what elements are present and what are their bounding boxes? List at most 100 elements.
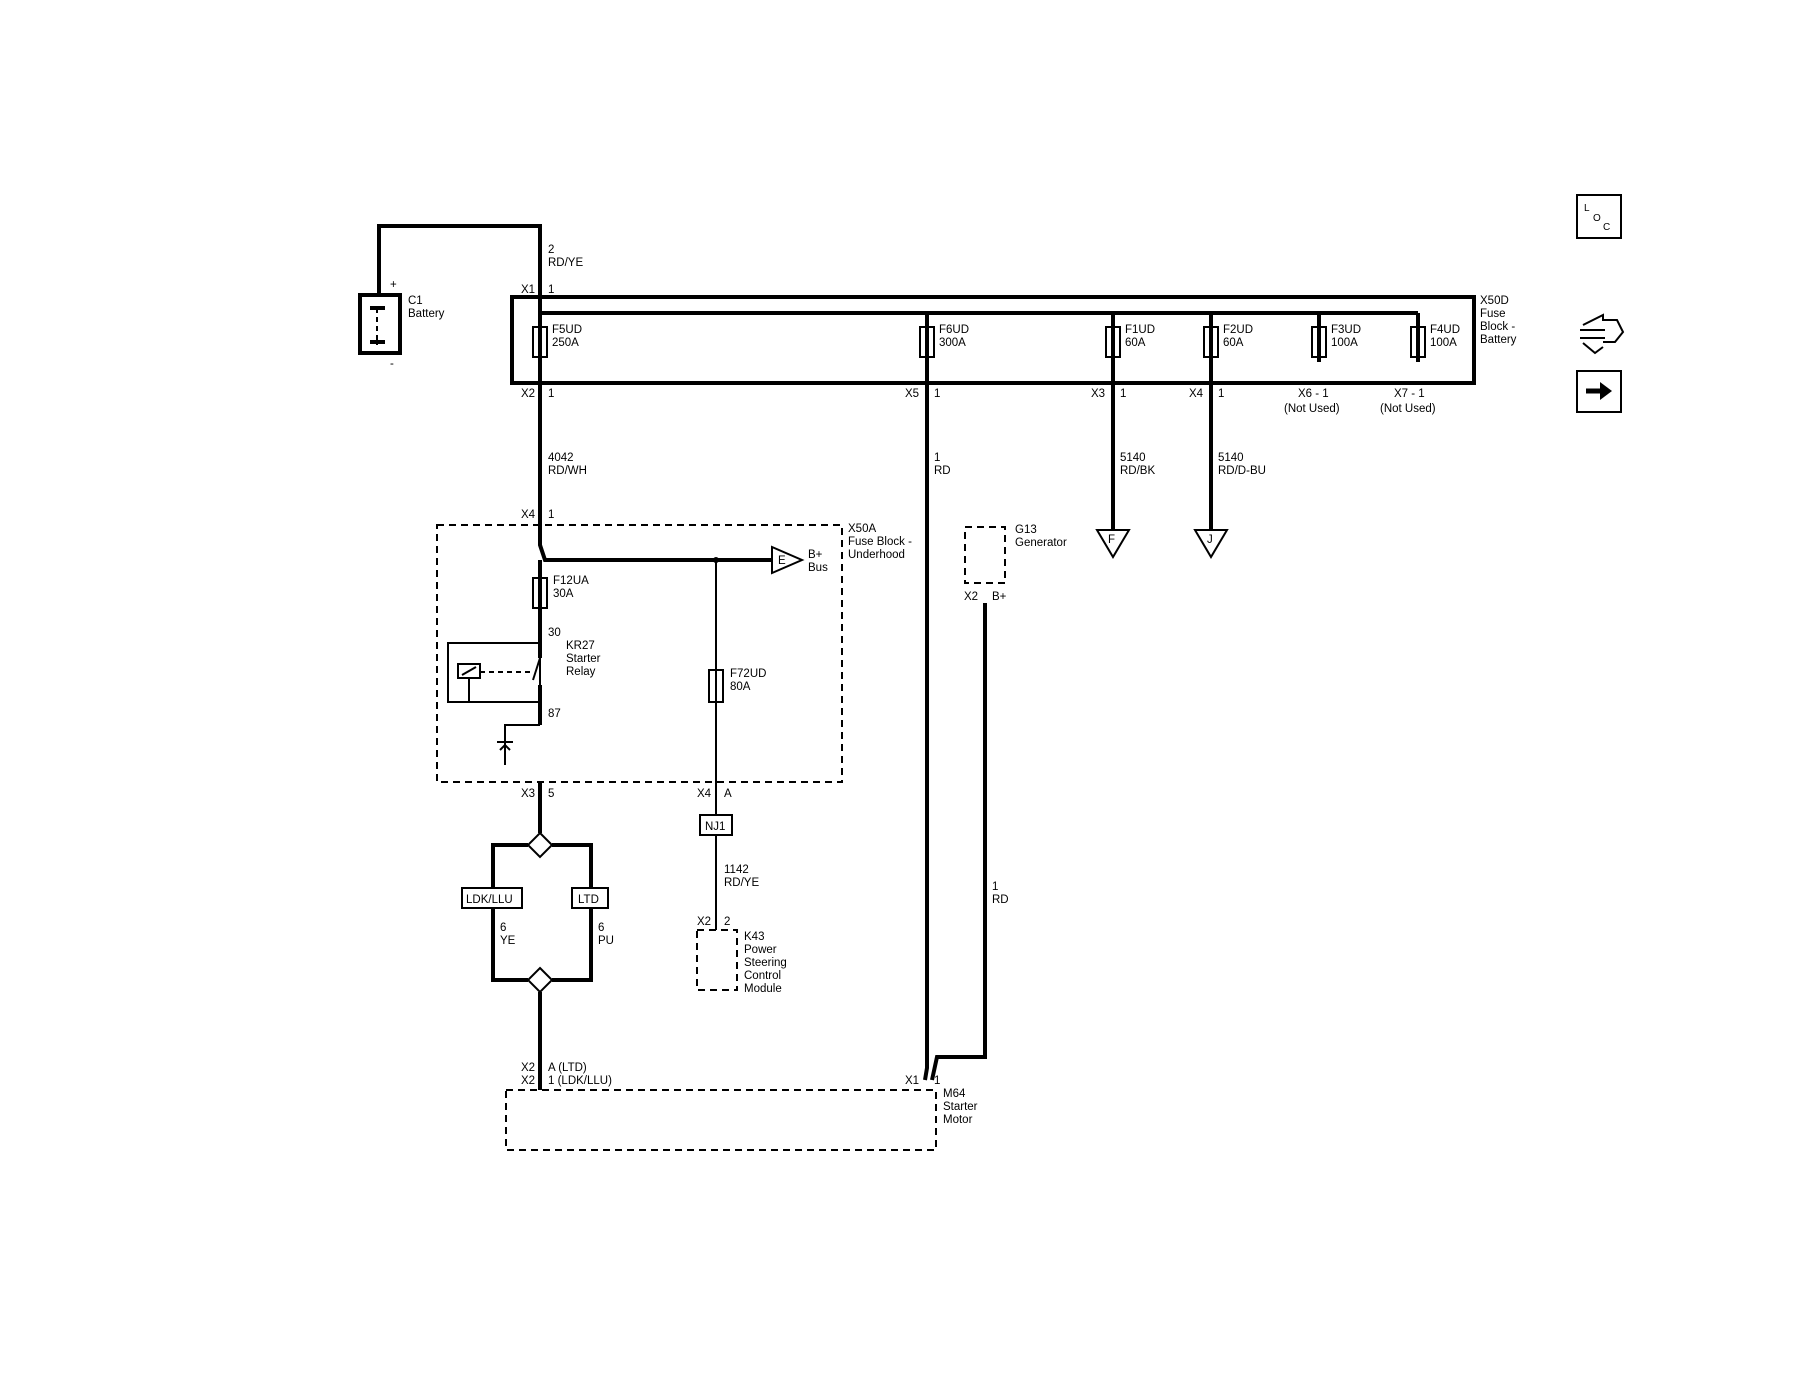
relay-kr27: 30 KR27 Starter Relay 87 <box>447 627 601 725</box>
svg-text:(Not Used): (Not Used) <box>1284 403 1340 415</box>
option-branch: LDK/LLU LTD 6 YE 6 PU <box>461 782 614 1090</box>
svg-text:X4: X4 <box>1189 388 1204 400</box>
svg-text:Underhood: Underhood <box>848 549 905 561</box>
svg-text:1 (LDK/LLU): 1 (LDK/LLU) <box>548 1075 612 1087</box>
svg-text:Module: Module <box>744 983 782 995</box>
module-k43-label: K43 <box>744 931 764 943</box>
battery-label: C1 <box>408 295 423 307</box>
svg-text:80A: 80A <box>730 681 751 693</box>
svg-text:300A: 300A <box>939 337 966 349</box>
location-icon[interactable] <box>1576 194 1622 239</box>
svg-text:X2: X2 <box>697 916 711 928</box>
svg-text:RD/BK: RD/BK <box>1120 465 1155 477</box>
svg-text:1: 1 <box>934 452 940 464</box>
svg-text:1: 1 <box>548 509 554 521</box>
svg-text:X3: X3 <box>1091 388 1105 400</box>
off-page-ref-f[interactable]: F <box>1095 529 1131 559</box>
svg-text:X2: X2 <box>521 1075 535 1087</box>
connector-icon[interactable] <box>1580 313 1625 355</box>
svg-text:X2: X2 <box>521 388 535 400</box>
svg-text:F4UD: F4UD <box>1430 324 1460 336</box>
svg-text:PU: PU <box>598 935 614 947</box>
svg-text:RD/D-BU: RD/D-BU <box>1218 465 1266 477</box>
relay-switch <box>532 657 541 681</box>
svg-text:1: 1 <box>1218 388 1224 400</box>
off-page-arrow-j[interactable] <box>1193 529 1229 559</box>
wire-1-rd-generator <box>930 603 987 1081</box>
svg-text:B+: B+ <box>992 591 1007 603</box>
svg-text:X6 - 1: X6 - 1 <box>1298 388 1329 400</box>
location-button[interactable]: L O C <box>1576 194 1622 239</box>
generator-g13: G13 Generator X2 B+ 1 RD <box>930 524 1067 1081</box>
svg-text:X5: X5 <box>905 388 919 400</box>
svg-text:Generator: Generator <box>1015 537 1067 549</box>
svg-text:Power: Power <box>744 944 777 956</box>
svg-text:RD: RD <box>934 465 951 477</box>
option-diamond-top <box>526 831 554 859</box>
battery-minus-mark: - <box>390 358 394 370</box>
svg-text:1: 1 <box>992 881 998 893</box>
svg-text:6: 6 <box>598 922 604 934</box>
svg-text:87: 87 <box>548 708 561 720</box>
svg-text:C: C <box>1603 222 1610 233</box>
svg-text:RD/YE: RD/YE <box>724 877 759 889</box>
svg-text:1: 1 <box>934 388 940 400</box>
svg-text:5140: 5140 <box>1120 452 1146 464</box>
svg-text:30: 30 <box>548 627 561 639</box>
svg-text:Control: Control <box>744 970 781 982</box>
bus-arrow-e[interactable] <box>771 545 805 575</box>
wire-battery-circuit: 2 <box>548 244 554 256</box>
off-page-ref-j[interactable]: J <box>1193 529 1229 559</box>
svg-text:F5UD: F5UD <box>552 324 582 336</box>
wire-internal-bus <box>538 525 772 562</box>
svg-text:J: J <box>1207 534 1213 546</box>
svg-text:Motor: Motor <box>943 1114 973 1126</box>
battery-symbol <box>358 293 402 355</box>
connector-view-button[interactable] <box>1580 313 1625 355</box>
svg-text:X2: X2 <box>964 591 978 603</box>
relay-body <box>447 642 541 703</box>
svg-text:1: 1 <box>934 1075 940 1087</box>
svg-text:X1: X1 <box>905 1075 919 1087</box>
generator-label: G13 <box>1015 524 1037 536</box>
relay-control-wire <box>504 724 540 765</box>
svg-text:X1: X1 <box>521 284 535 296</box>
svg-text:L: L <box>1584 203 1590 214</box>
fuse-f5ud: F5UD 250A <box>532 313 582 383</box>
svg-text:NJ1: NJ1 <box>705 821 725 833</box>
svg-text:X3: X3 <box>521 788 535 800</box>
next-page-button[interactable] <box>1576 370 1622 413</box>
svg-text:LDK/LLU: LDK/LLU <box>466 894 513 906</box>
fuse-f1ud: F1UD 60A <box>1105 313 1155 383</box>
svg-text:1: 1 <box>548 388 554 400</box>
svg-text:E: E <box>778 555 786 567</box>
svg-text:5: 5 <box>548 788 554 800</box>
fuse-block-underhood-frame <box>436 524 843 783</box>
fuse-f2ud: F2UD 60A <box>1203 313 1253 383</box>
fuse-f4ud: F4UD 100A <box>1410 313 1460 362</box>
fuse-f72ud-label: F72UD <box>730 668 766 680</box>
off-page-arrow-f[interactable] <box>1095 529 1131 559</box>
svg-text:O: O <box>1593 213 1601 224</box>
wire-6-ye <box>491 908 528 982</box>
svg-text:F6UD: F6UD <box>939 324 969 336</box>
svg-text:5140: 5140 <box>1218 452 1244 464</box>
svg-text:X4: X4 <box>697 788 712 800</box>
svg-text:F3UD: F3UD <box>1331 324 1361 336</box>
fuse-f3ud: F3UD 100A <box>1311 313 1361 362</box>
wire-battery-color: RD/YE <box>548 257 583 269</box>
svg-text:RD/WH: RD/WH <box>548 465 587 477</box>
fuse-f12ua-label: F12UA <box>553 575 589 587</box>
svg-text:F: F <box>1108 534 1115 546</box>
starter-motor-frame <box>505 1089 937 1151</box>
next-page-frame[interactable] <box>1576 370 1622 413</box>
svg-text:A (LTD): A (LTD) <box>548 1062 587 1074</box>
svg-text:X7 - 1: X7 - 1 <box>1394 388 1425 400</box>
battery-name: Battery <box>408 308 445 320</box>
svg-text:F2UD: F2UD <box>1223 324 1253 336</box>
svg-text:6: 6 <box>500 922 506 934</box>
battery-plus-mark: + <box>390 279 397 291</box>
svg-text:2: 2 <box>724 916 730 928</box>
svg-text:RD: RD <box>992 894 1009 906</box>
svg-text:X4: X4 <box>521 509 536 521</box>
